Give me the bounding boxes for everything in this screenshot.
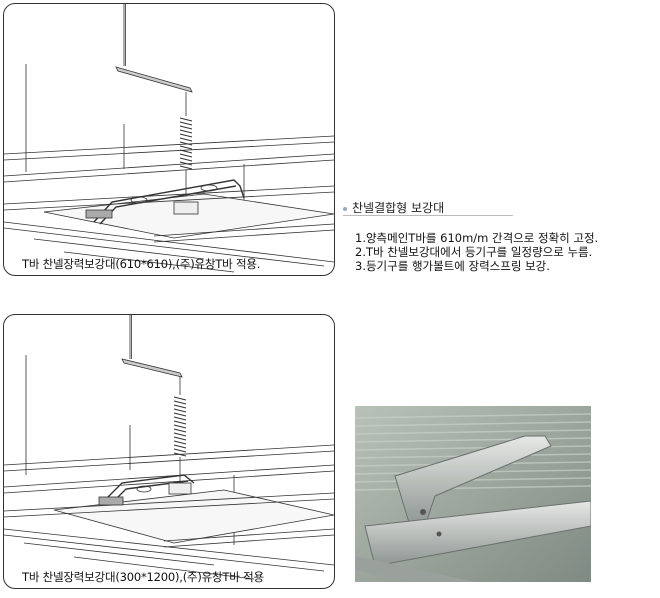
diagram-panel-610: T바 찬넬장력보강대(610*610),(주)유창T바 적용. bbox=[3, 3, 335, 276]
bracket-photo bbox=[355, 406, 591, 582]
diagram-caption: T바 찬넬장력보강대(610*610),(주)유창T바 적용. bbox=[22, 257, 261, 271]
ceiling-bracket-diagram-300x1200 bbox=[4, 315, 334, 580]
section-title: 찬넬결합형 보강대 bbox=[343, 199, 444, 216]
bullet-icon bbox=[343, 206, 347, 211]
description-list: 1.양측메인T바를 610m/m 간격으로 정확히 고정. 2.T바 찬넬보강대… bbox=[355, 231, 598, 273]
ceiling-bracket-diagram-610 bbox=[4, 4, 334, 273]
section-title-text: 찬넬결합형 보강대 bbox=[352, 201, 445, 215]
title-divider bbox=[343, 215, 513, 216]
diagram-caption: T바 찬넬장력보강대(300*1200),(주)유창T바 적용 bbox=[22, 570, 264, 584]
description-item: 1.양측메인T바를 610m/m 간격으로 정확히 고정. bbox=[355, 231, 599, 245]
description-item: 2.T바 찬넬보강대에서 등기구를 일정량으로 누름. bbox=[355, 245, 593, 259]
description-item: 3.등기구를 행가볼트에 장력스프링 보강. bbox=[355, 259, 550, 273]
diagram-panel-300x1200: T바 찬넬장력보강대(300*1200),(주)유창T바 적용 bbox=[3, 314, 335, 589]
